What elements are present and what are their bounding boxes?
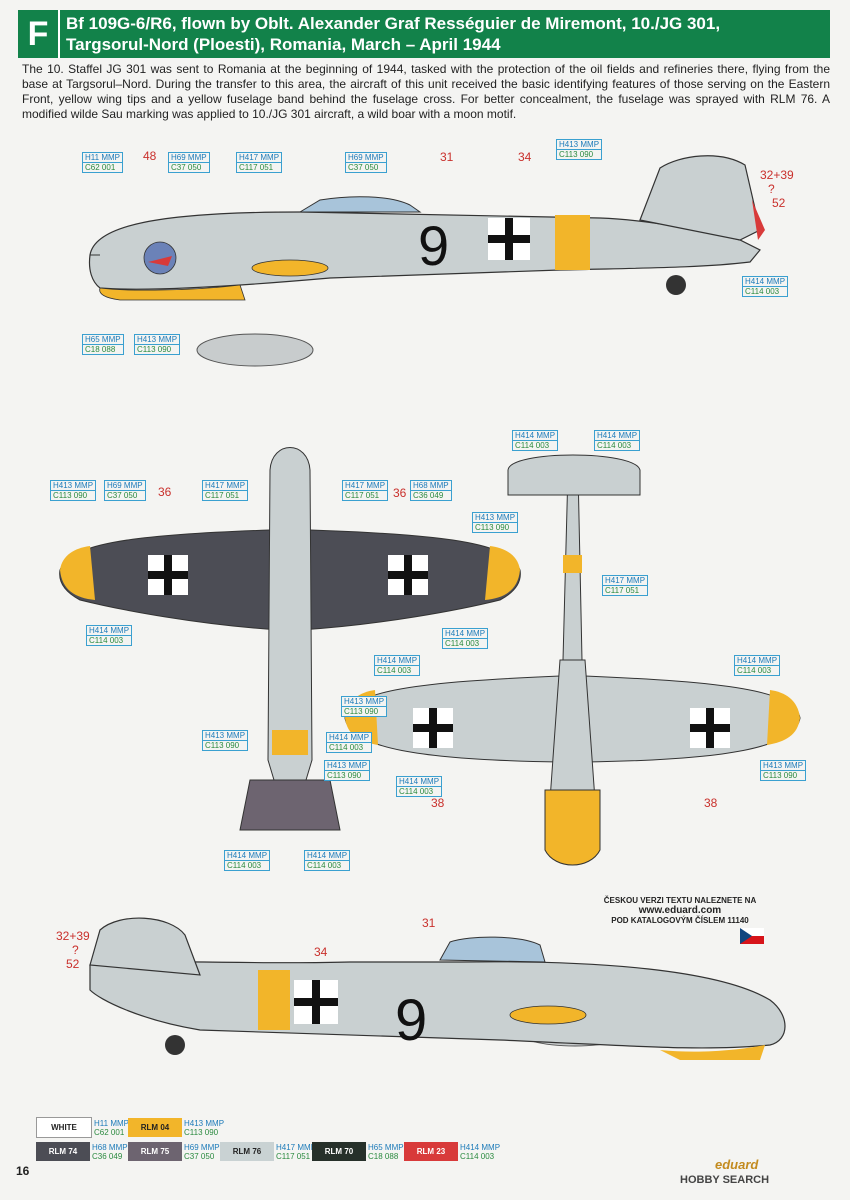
aircraft-number-left: 9	[418, 214, 449, 277]
stencil-number: 34	[518, 150, 532, 164]
title-line-2: Targsorul-Nord (Ploesti), Romania, March…	[66, 35, 501, 54]
page-number: 16	[16, 1164, 30, 1178]
left-profile: 9	[88, 155, 765, 367]
legend-chip: RLM 76	[220, 1142, 274, 1161]
wing-cross-top-right	[388, 555, 428, 595]
stencil-number: 34	[314, 945, 328, 959]
profile-letter: F	[18, 10, 60, 58]
stencil-number: 32+39	[56, 929, 90, 943]
legend-chip: WHITE	[36, 1117, 92, 1138]
czech-note-line-1: ČESKOU VERZI TEXTU NALEZNETE NA	[603, 896, 757, 905]
hobby-search-watermark: HOBBY SEARCH	[680, 1174, 770, 1186]
stencil-number: 52	[772, 196, 786, 210]
eduard-url: www.eduard.com	[638, 905, 722, 916]
top-view	[59, 447, 521, 831]
description-text: The 10. Staffel JG 301 was sent to Roman…	[22, 62, 830, 121]
stencil-number: 36	[158, 485, 172, 499]
wing-cross-bottom-right	[690, 708, 730, 748]
stencil-number: 38	[704, 796, 718, 810]
wing-cross-bottom-left	[413, 708, 453, 748]
stencil-number: 38	[431, 796, 445, 810]
eduard-logo: eduard	[715, 1157, 759, 1172]
stencil-number: 31	[440, 150, 454, 164]
fuselage-cross-right	[294, 980, 338, 1024]
stencil-number: 48	[143, 149, 157, 163]
stencil-number: 52	[66, 957, 80, 971]
legend-chip: RLM 74	[36, 1142, 90, 1161]
legend-chip: RLM 23	[404, 1142, 458, 1161]
stencil-number: 31	[422, 916, 436, 930]
bottom-view	[344, 454, 801, 866]
czech-flag-icon	[740, 928, 764, 944]
stencil-number: ?	[72, 943, 79, 957]
title-line-1: Bf 109G-6/R6, flown by Oblt. Alexander G…	[66, 14, 721, 33]
aircraft-number-right: 9	[395, 988, 427, 1053]
stencil-number: 36	[393, 486, 407, 500]
wing-cross-top-left	[148, 555, 188, 595]
profile-title: Bf 109G-6/R6, flown by Oblt. Alexander G…	[66, 13, 720, 55]
profile-header: F Bf 109G-6/R6, flown by Oblt. Alexander…	[18, 10, 830, 58]
right-profile: 9	[89, 917, 786, 1060]
czech-note: ČESKOU VERZI TEXTU NALEZNETE NA www.edua…	[575, 896, 785, 926]
czech-note-line-3: POD KATALOGOVÝM ČÍSLEM 11140	[611, 916, 749, 925]
stencil-number: ?	[768, 182, 775, 196]
stencil-number: 32+39	[760, 168, 794, 182]
legend-chip: RLM 04	[128, 1118, 182, 1137]
fuselage-cross-left	[488, 218, 530, 260]
legend-chip: RLM 75	[128, 1142, 182, 1161]
legend-chip: RLM 70	[312, 1142, 366, 1161]
